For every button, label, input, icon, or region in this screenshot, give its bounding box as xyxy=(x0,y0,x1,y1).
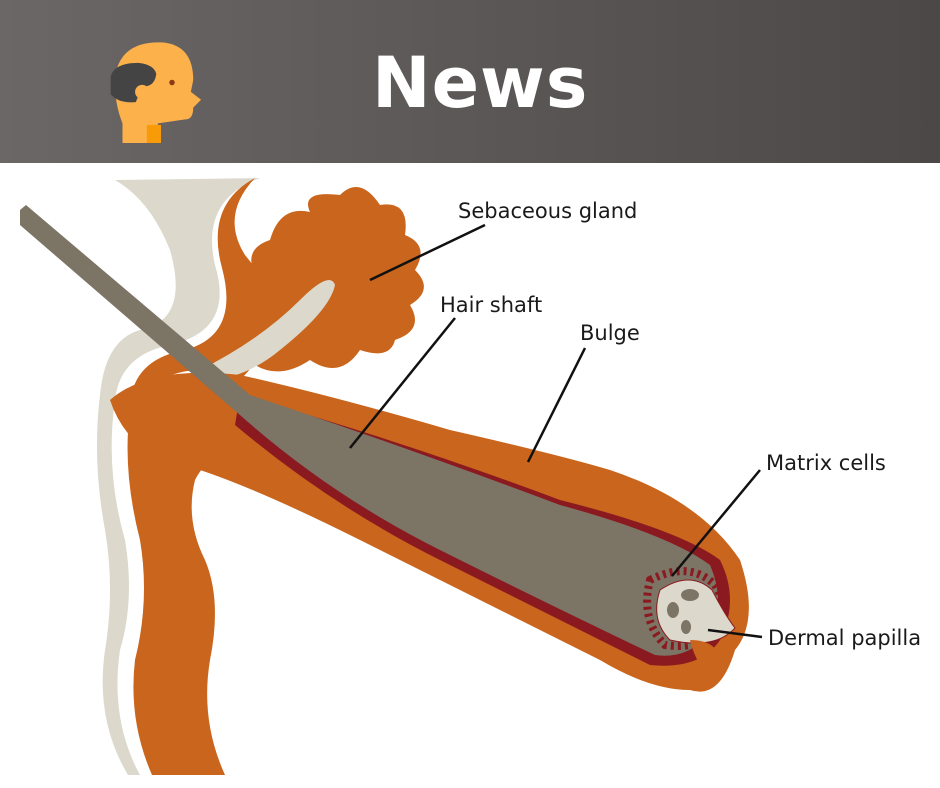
label-bulge: Bulge xyxy=(580,321,640,345)
label-hair-shaft: Hair shaft xyxy=(440,293,542,317)
hair-bulb xyxy=(643,567,736,670)
hair-follicle-diagram: Sebaceous gland Hair shaft Bulge Matrix … xyxy=(20,178,921,775)
head-profile-icon xyxy=(110,42,202,143)
hair-shaft xyxy=(20,205,719,656)
page-title: News xyxy=(372,42,589,124)
label-dermal-papilla: Dermal papilla xyxy=(768,626,921,650)
gland-duct xyxy=(200,280,335,380)
leader-lines xyxy=(349,223,763,639)
label-sebaceous-gland: Sebaceous gland xyxy=(458,199,637,223)
label-matrix-cells: Matrix cells xyxy=(766,451,886,475)
header-banner: News xyxy=(0,0,940,163)
